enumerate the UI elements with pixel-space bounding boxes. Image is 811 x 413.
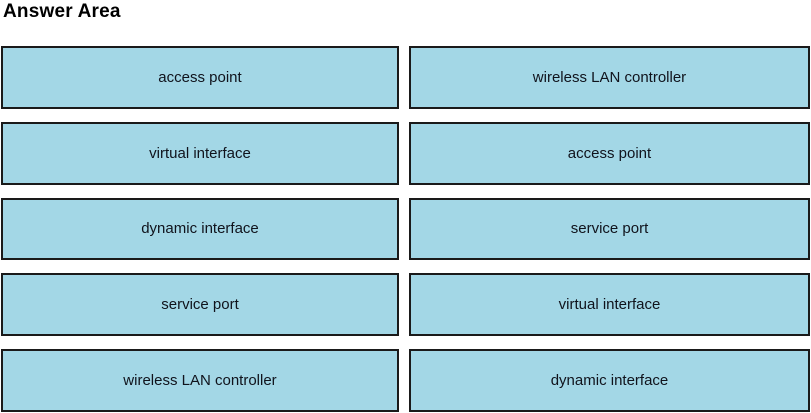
page-title: Answer Area (3, 1, 121, 22)
tile-left-access-point[interactable]: access point (1, 46, 399, 109)
tile-right-service-port[interactable]: service port (409, 197, 810, 261)
tile-right-access-point[interactable]: access point (409, 121, 810, 185)
tile-left-wireless-lan-controller[interactable]: wireless LAN controller (1, 349, 399, 412)
tile-left-service-port[interactable]: service port (1, 273, 399, 337)
tile-right-wireless-lan-controller[interactable]: wireless LAN controller (409, 46, 810, 109)
tile-left-virtual-interface[interactable]: virtual interface (1, 121, 399, 185)
tile-left-dynamic-interface[interactable]: dynamic interface (1, 197, 399, 261)
tile-right-virtual-interface[interactable]: virtual interface (409, 273, 810, 337)
answer-grid: access point virtual interface dynamic i… (1, 46, 810, 412)
tile-right-dynamic-interface[interactable]: dynamic interface (409, 349, 810, 412)
